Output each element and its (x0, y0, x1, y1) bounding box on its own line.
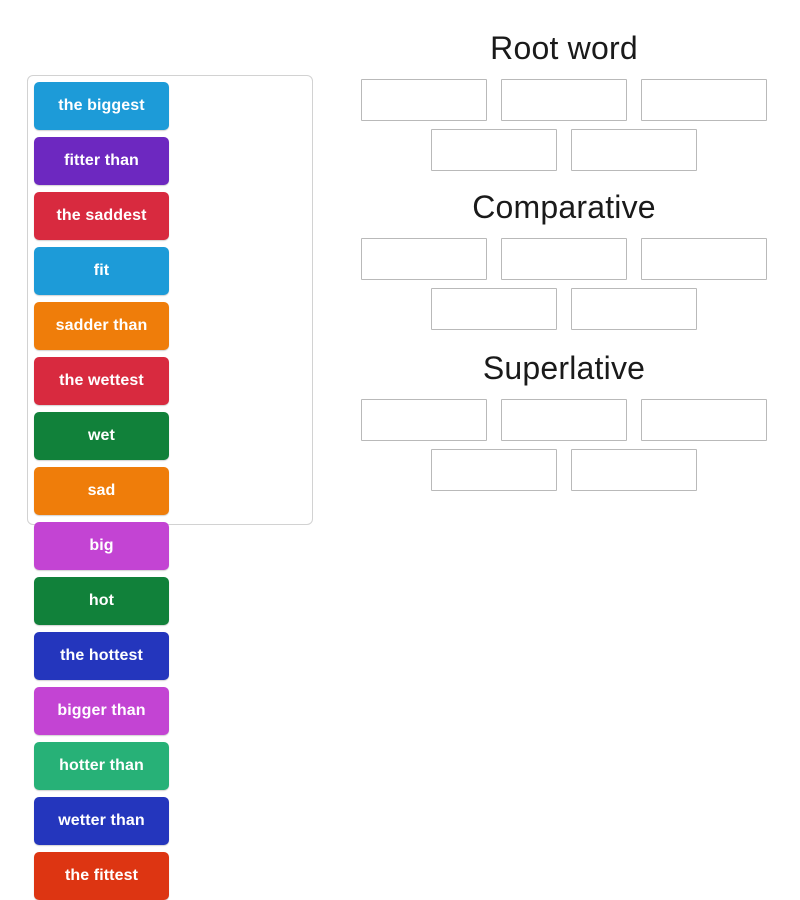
word-tile[interactable]: hotter than (34, 742, 169, 790)
word-tile[interactable]: hot (34, 577, 169, 625)
drop-slot[interactable] (361, 237, 487, 280)
word-tile[interactable]: sadder than (34, 302, 169, 350)
category-section: Superlative (345, 348, 783, 491)
drop-slot-row (345, 287, 783, 330)
drop-slot-row (345, 448, 783, 491)
drop-slot-row (345, 128, 783, 171)
drop-slot[interactable] (571, 128, 697, 171)
word-tile[interactable]: fitter than (34, 137, 169, 185)
drop-slot[interactable] (571, 448, 697, 491)
drop-slot[interactable] (501, 398, 627, 441)
drop-slot[interactable] (641, 237, 767, 280)
word-tile[interactable]: big (34, 522, 169, 570)
activity-stage: the biggest fitter than the saddest fit sadd… (27, 28, 783, 900)
drop-slot[interactable] (641, 78, 767, 121)
word-tiles-grid: the biggest fitter than the saddest fit sadd… (34, 82, 306, 900)
word-tile[interactable]: the biggest (34, 82, 169, 130)
drop-slot[interactable] (431, 287, 557, 330)
word-tile[interactable]: the saddest (34, 192, 169, 240)
drop-slot[interactable] (641, 398, 767, 441)
word-tile[interactable]: the hottest (34, 632, 169, 680)
drop-slot-row (345, 78, 783, 121)
drop-slot[interactable] (571, 287, 697, 330)
drop-slot-row (345, 237, 783, 280)
word-tile[interactable]: sad (34, 467, 169, 515)
word-tile[interactable]: wet (34, 412, 169, 460)
drop-slot[interactable] (501, 237, 627, 280)
word-tiles-tray: the biggest fitter than the saddest fit sadd… (27, 75, 313, 900)
category-title: Superlative (482, 349, 646, 386)
word-tile[interactable]: the fittest (34, 852, 169, 900)
drop-slot[interactable] (501, 78, 627, 121)
word-tile[interactable]: the wettest (34, 357, 169, 405)
category-title: Comparative (472, 188, 656, 225)
drop-slot[interactable] (431, 128, 557, 171)
word-tile[interactable]: fit (34, 247, 169, 295)
drop-slot[interactable] (431, 448, 557, 491)
word-tile[interactable]: bigger than (34, 687, 169, 735)
category-title: Root word (490, 30, 638, 66)
drop-slot[interactable] (361, 398, 487, 441)
category-section: Comparative (345, 187, 783, 330)
drop-slot-row (345, 398, 783, 441)
category-section: Root word (345, 28, 783, 171)
drop-slot[interactable] (361, 78, 487, 121)
word-tile[interactable]: wetter than (34, 797, 169, 845)
